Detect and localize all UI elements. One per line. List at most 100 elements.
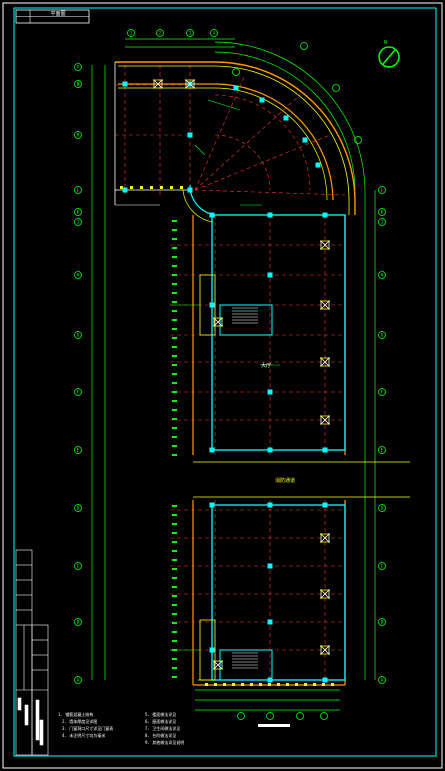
axis-bubble: 2 (156, 29, 274, 720)
svg-text:H: H (77, 273, 80, 278)
wall-tick (172, 292, 177, 294)
inner-frame (13, 7, 437, 757)
axis-bubble: 1 (127, 29, 245, 720)
wall-tick (241, 683, 244, 686)
wall-tick (331, 683, 334, 686)
svg-text:P: P (77, 65, 80, 70)
wall-tick (172, 283, 177, 285)
column (209, 302, 215, 308)
wall-tick (150, 186, 153, 189)
axis-bubble: L (378, 186, 386, 194)
wall-tick (172, 301, 177, 303)
svg-text:A: A (77, 678, 80, 683)
column (267, 389, 273, 395)
wall-tick (286, 683, 289, 686)
axis-bubble: 4 (210, 29, 328, 720)
svg-text:7. 卫生间做法详见: 7. 卫生间做法详见 (145, 725, 180, 731)
svg-text:6. 屋面做法详见: 6. 屋面做法详见 (145, 718, 176, 724)
column (322, 447, 328, 453)
svg-text:K: K (77, 210, 80, 215)
door-icon (320, 300, 330, 310)
axis-bubble (332, 84, 340, 92)
axis-bubble: H (74, 271, 82, 279)
wall-tick (214, 683, 217, 686)
axis-bubble: L (74, 186, 82, 194)
column (209, 447, 215, 453)
wall-tick (172, 355, 177, 357)
svg-text:H: H (381, 273, 384, 278)
column (209, 212, 215, 218)
axis-bubble: G (74, 331, 82, 339)
svg-text:3. 门窗洞口尺寸详见门窗表: 3. 门窗洞口尺寸详见门窗表 (62, 725, 113, 731)
wall-tick (172, 409, 177, 411)
svg-text:D: D (77, 506, 80, 511)
door-icon (320, 589, 330, 599)
svg-text:F: F (77, 390, 80, 395)
svg-text:M: M (77, 133, 80, 138)
svg-text:L: L (381, 188, 384, 193)
wall-tick (172, 550, 177, 552)
svg-text:G: G (77, 333, 80, 338)
wall-tick (172, 505, 177, 507)
wall-tick (172, 445, 177, 447)
svg-text:1: 1 (130, 31, 133, 36)
scale-bar (258, 724, 290, 727)
wall-tick (223, 683, 226, 686)
axis-bubble: B (378, 618, 386, 626)
axis-bubble: K (378, 208, 386, 216)
wall-tick (130, 186, 133, 189)
svg-text:J: J (381, 220, 383, 225)
axis-bubble: 3 (186, 29, 304, 720)
wall-tick (172, 373, 177, 375)
column (187, 132, 193, 138)
wall-tick (172, 595, 177, 597)
wall-tick (172, 256, 177, 258)
column (267, 619, 273, 625)
axis-bubble: H (378, 271, 386, 279)
dimension-lines (91, 38, 376, 711)
notes-right: 5. 楼面做法详见 6. 屋面做法详见 7. 卫生间做法详见 8. 台阶做法详见… (145, 711, 184, 745)
wall-tick (172, 577, 177, 579)
svg-text:4: 4 (213, 31, 216, 36)
wall-tick (322, 683, 325, 686)
wall-tick (172, 640, 177, 642)
column (209, 502, 215, 508)
title-tab-text: 平面图 (50, 11, 65, 17)
axis-bubble: C (74, 562, 82, 570)
svg-text:B: B (77, 620, 80, 625)
svg-text:2: 2 (159, 31, 162, 36)
wall-tick (172, 400, 177, 402)
wall-tick (205, 683, 208, 686)
wall-tick (232, 683, 235, 686)
north-arrow-icon: N (378, 40, 400, 68)
svg-text:B: B (381, 620, 384, 625)
svg-text:F: F (381, 390, 384, 395)
door-icon (153, 79, 163, 89)
wall-tick (304, 683, 307, 686)
axis-bubble: E (74, 446, 82, 454)
svg-text:C: C (77, 564, 80, 569)
wall-tick (172, 346, 177, 348)
column (302, 137, 308, 143)
axis-bubble (300, 42, 308, 50)
column (322, 677, 328, 683)
door-icon (320, 357, 330, 367)
wall-tick (172, 328, 177, 330)
door-icon (320, 533, 330, 543)
leader-lines (170, 99, 280, 651)
column (187, 187, 193, 193)
svg-text:G: G (381, 333, 384, 338)
svg-text:D: D (381, 506, 384, 511)
wall-tick (172, 418, 177, 420)
wall-tick (172, 238, 177, 240)
column (209, 647, 215, 653)
axis-bubble: C (378, 562, 386, 570)
wall-tick (172, 676, 177, 678)
svg-text:E: E (77, 448, 80, 453)
wall-tick (172, 604, 177, 606)
axis-bubble: N (74, 80, 82, 88)
axis-bubble: F (74, 388, 82, 396)
north-label: N (384, 40, 387, 46)
wall-tick (160, 186, 163, 189)
